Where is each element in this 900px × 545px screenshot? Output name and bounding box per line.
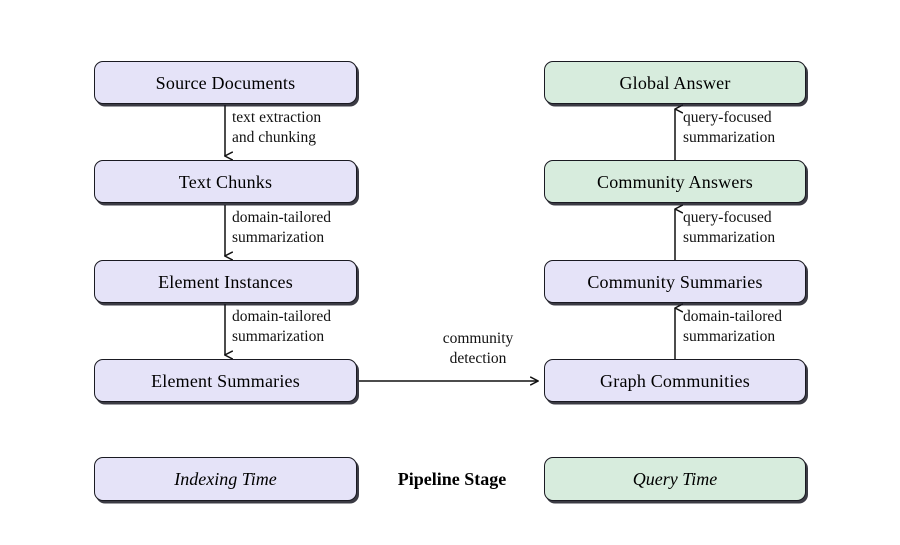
edge-label-community-detection-line1: community — [442, 330, 514, 347]
legend-indexing-time: Indexing Time — [94, 457, 357, 501]
edge-label-domain-tailored-1-line1: domain-tailored — [232, 209, 331, 226]
node-element-instances-label: Element Instances — [158, 271, 293, 292]
legend-query-time: Query Time — [544, 457, 806, 501]
edge-label-query-focused-2-line2: summarization — [683, 228, 776, 246]
node-community-answers-label: Community Answers — [597, 171, 753, 192]
node-community-summaries[interactable]: Community Summaries — [544, 260, 806, 303]
edge-label-query-focused-1: query-focused summarization — [683, 108, 775, 148]
edge-label-domain-tailored-3-line2: summarization — [683, 327, 776, 345]
node-text-chunks-label: Text Chunks — [178, 171, 273, 192]
legend-pipeline-stage: Pipeline Stage — [372, 457, 532, 501]
node-element-instances[interactable]: Element Instances — [94, 260, 357, 303]
edge-label-query-focused-2: query-focused summarization — [683, 208, 775, 248]
legend-query-time-label: Query Time — [632, 469, 718, 489]
edge-label-community-detection: community detection — [383, 329, 573, 369]
edge-label-domain-tailored-3-line1: domain-tailored — [683, 308, 782, 325]
node-graph-communities[interactable]: Graph Communities — [544, 359, 806, 402]
edge-label-domain-tailored-2: domain-tailored summarization — [232, 307, 331, 347]
edge-label-community-detection-line2: detection — [449, 349, 507, 367]
node-source-documents[interactable]: Source Documents — [94, 61, 357, 104]
edge-label-text-extraction-line2: and chunking — [232, 128, 316, 146]
edge-label-text-extraction-line1: text extraction — [232, 109, 322, 126]
node-global-answer-label: Global Answer — [619, 72, 731, 93]
edge-label-query-focused-1-line1: query-focused — [683, 109, 772, 126]
legend-indexing-time-label: Indexing Time — [174, 469, 277, 489]
node-source-documents-label: Source Documents — [155, 72, 296, 93]
edge-label-domain-tailored-1: domain-tailored summarization — [232, 208, 331, 248]
node-element-summaries-label: Element Summaries — [151, 370, 300, 391]
node-community-answers[interactable]: Community Answers — [544, 160, 806, 203]
edge-label-domain-tailored-1-line2: summarization — [232, 228, 325, 246]
node-global-answer[interactable]: Global Answer — [544, 61, 806, 104]
node-graph-communities-label: Graph Communities — [600, 370, 750, 391]
edge-label-query-focused-1-line2: summarization — [683, 128, 776, 146]
legend-pipeline-stage-label: Pipeline Stage — [397, 469, 507, 489]
node-element-summaries[interactable]: Element Summaries — [94, 359, 357, 402]
edge-label-query-focused-2-line1: query-focused — [683, 209, 772, 226]
edge-label-domain-tailored-2-line2: summarization — [232, 327, 325, 345]
edge-label-text-extraction: text extraction and chunking — [232, 108, 321, 148]
node-text-chunks[interactable]: Text Chunks — [94, 160, 357, 203]
node-community-summaries-label: Community Summaries — [587, 271, 763, 292]
edge-label-domain-tailored-3: domain-tailored summarization — [683, 307, 782, 347]
edge-label-domain-tailored-2-line1: domain-tailored — [232, 308, 331, 325]
